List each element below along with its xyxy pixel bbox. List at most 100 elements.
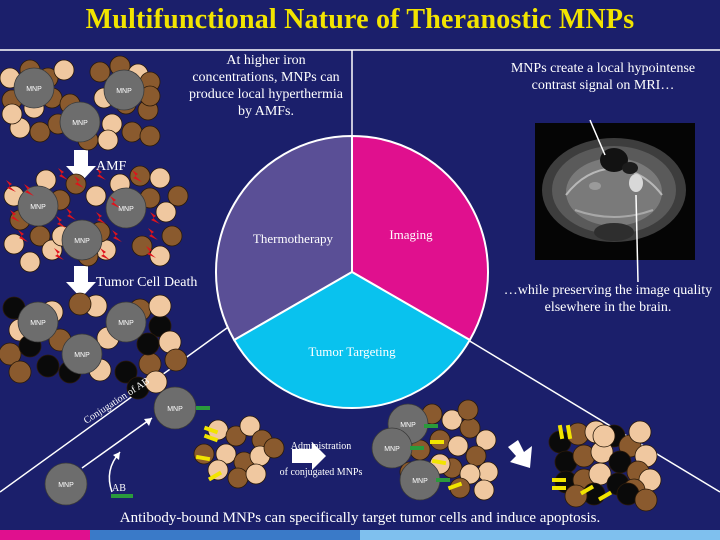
footer-strip-pink — [0, 530, 90, 540]
mnp-label: MNP — [118, 206, 134, 213]
heat-bolt — [100, 248, 110, 260]
mri-brain-image — [535, 123, 695, 260]
tumor-cell — [3, 233, 25, 255]
antibody — [436, 478, 450, 482]
mri-bottom-text: …while preserving the image quality else… — [503, 283, 713, 315]
tumor-cell — [155, 201, 177, 223]
tumor-cell — [36, 354, 60, 378]
heat-bolt — [148, 228, 158, 240]
mnp-label: MNP — [30, 320, 46, 327]
mnp-label: MNP — [58, 482, 74, 489]
tumor-cell — [1, 103, 23, 125]
tumor-cell — [29, 121, 51, 143]
heat-bolt — [54, 248, 64, 260]
antibody — [195, 454, 211, 462]
tumor-cell — [68, 292, 92, 316]
tumor-cell — [193, 443, 215, 465]
antibody — [447, 481, 463, 491]
antibody — [430, 440, 444, 444]
mri-top-text: MNPs create a local hypointense contrast… — [510, 61, 696, 93]
mnp-particle — [105, 301, 147, 343]
administration-label: Administration — [290, 441, 352, 452]
tumor-cell — [114, 360, 138, 384]
conjugation-arrow — [81, 417, 153, 469]
antibody — [203, 425, 219, 435]
amf-label: AMF — [96, 159, 127, 174]
mnp-particle — [103, 69, 145, 111]
mnp-label: MNP — [118, 320, 134, 327]
antibody — [424, 424, 438, 428]
antibody — [207, 470, 223, 482]
pointer-line-right — [467, 339, 720, 493]
heat-bolt — [110, 196, 120, 208]
tumor-cell — [131, 235, 153, 257]
heat-bolt — [132, 170, 142, 182]
heat-bolt — [6, 180, 16, 192]
mnp-label: MNP — [72, 120, 88, 127]
tumor-cell — [149, 167, 171, 189]
antibody — [552, 478, 566, 482]
tumor-cell — [148, 294, 172, 318]
mnp-label: MNP — [412, 478, 428, 485]
mnp-particle — [13, 67, 55, 109]
mnp-particle — [61, 333, 103, 375]
heat-bolt — [10, 210, 20, 222]
pie-segment-tumor-targeting — [232, 270, 472, 410]
antibody — [196, 406, 210, 410]
mnp-particle — [17, 185, 59, 227]
administration-arrow — [292, 442, 326, 470]
tumor-death-down-arrow — [66, 266, 96, 298]
pie-segment-imaging — [351, 134, 489, 342]
pie-label-thermotherapy: Thermotherapy — [253, 231, 334, 246]
mnp-label: MNP — [74, 238, 90, 245]
mnp-particle — [105, 187, 147, 229]
tumor-cell — [477, 461, 499, 483]
tumor-cell — [473, 479, 495, 501]
heat-bolt — [24, 184, 34, 196]
antibody — [552, 486, 566, 490]
heat-bolt — [150, 212, 160, 224]
hyperthermia-text: At higher iron concentrations, MNPs can … — [189, 53, 343, 119]
tumor-cell — [592, 424, 616, 448]
mnp-label: MNP — [167, 406, 183, 413]
pie-label-imaging: Imaging — [389, 227, 433, 242]
tumor-cell — [239, 415, 261, 437]
tumor-cell — [164, 348, 188, 372]
ab-arrowhead — [113, 452, 120, 460]
heat-bolt — [56, 216, 66, 228]
antibody — [579, 484, 595, 496]
function-pie: Thermotherapy Imaging Tumor Targeting — [215, 134, 489, 410]
apoptosis-arrow — [508, 440, 532, 468]
tumor-cell — [139, 125, 161, 147]
mnp-label: MNP — [116, 88, 132, 95]
mnp-label: MNP — [384, 446, 400, 453]
footer-strip-light — [360, 530, 720, 540]
antibody — [557, 424, 565, 440]
tumor-cell — [227, 467, 249, 489]
mri-arrow-bottom — [635, 194, 639, 283]
tumor-cell — [628, 420, 652, 444]
tumor-cell — [149, 245, 171, 267]
ab-label: AB — [112, 483, 126, 494]
of-conjugated-label: of conjugated MNPs — [279, 467, 363, 478]
conjugation-arrowhead — [144, 418, 152, 426]
tumor-cell — [457, 399, 479, 421]
heat-bolt — [18, 230, 28, 242]
mnp-label: MNP — [30, 204, 46, 211]
antibody — [597, 490, 613, 502]
mnp-particle — [17, 301, 59, 343]
tumor-cell — [263, 437, 285, 459]
antibody — [203, 433, 219, 443]
mnp-particle — [44, 462, 88, 506]
tumor-cell — [564, 484, 588, 508]
tumor-cell — [634, 488, 658, 512]
heat-bolt — [96, 168, 106, 180]
tumor-cell — [53, 59, 75, 81]
heat-bolt — [66, 208, 76, 220]
mnp-particle — [61, 219, 103, 261]
mnp-label: MNP — [74, 352, 90, 359]
mnp-label: MNP — [26, 86, 42, 93]
heat-bolt — [58, 168, 68, 180]
